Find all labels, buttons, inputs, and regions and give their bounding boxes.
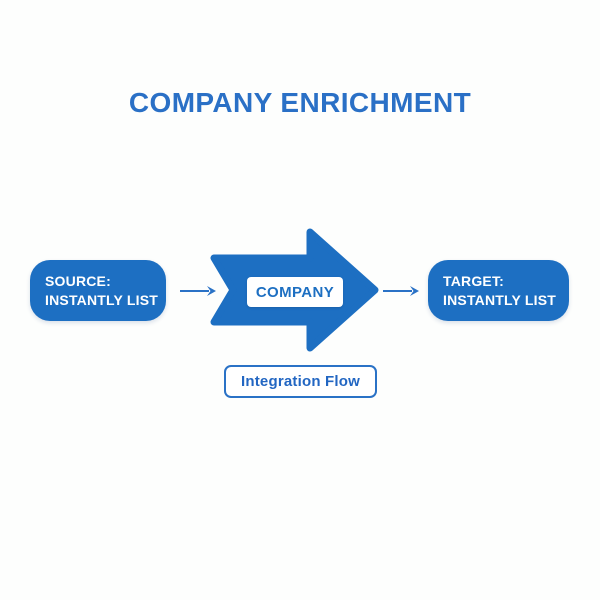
company-label: COMPANY [247, 277, 343, 307]
company-arrow: COMPANY [210, 228, 380, 352]
target-box-line1: TARGET: [443, 272, 505, 289]
page-title: COMPANY ENRICHMENT [128, 87, 472, 118]
source-box: SOURCE: INSTANTLY LIST [30, 260, 166, 321]
arrow-right-icon [178, 283, 218, 299]
integration-flow-badge: Integration Flow [224, 365, 377, 398]
source-box-line1: SOURCE: [45, 272, 111, 289]
integration-flow-label: Integration Flow [240, 373, 361, 390]
source-box-line2: INSTANTLY LIST [45, 291, 158, 308]
target-box-line2: INSTANTLY LIST [443, 291, 556, 308]
target-box: TARGET: INSTANTLY LIST [428, 260, 569, 321]
arrow-right-icon [381, 283, 421, 299]
